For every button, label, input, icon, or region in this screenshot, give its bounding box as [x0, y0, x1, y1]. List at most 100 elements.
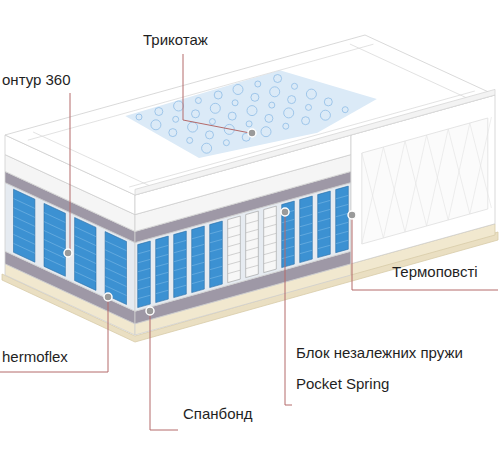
spring-coil [264, 260, 277, 264]
quilt-stitch [405, 141, 427, 226]
spring-coil [228, 243, 241, 247]
pocket-spring [228, 216, 241, 283]
quilt-stitch [33, 132, 150, 186]
knit-pattern-mark [261, 127, 271, 137]
spring-coil [336, 213, 349, 217]
side-panel-quilt [362, 118, 488, 244]
knit-pattern-mark [195, 98, 201, 104]
leader-line [183, 54, 250, 133]
knit-pattern-mark [223, 140, 229, 146]
spring-coil [75, 236, 96, 246]
spring-coil [282, 255, 295, 259]
part-label: hermoflex [2, 348, 68, 366]
pocket-spring [300, 196, 313, 263]
spring-coil [318, 200, 331, 204]
spring-coil [105, 277, 126, 287]
spring-coil [300, 241, 313, 245]
mattress-drawing [2, 35, 498, 342]
spring-coil [174, 249, 187, 253]
spring-coil [210, 266, 223, 270]
spring-coil [105, 268, 126, 278]
spring-coil [105, 250, 126, 260]
pocket-spring [174, 231, 187, 298]
knit-pattern-mark [233, 85, 243, 95]
knit-pattern-mark [306, 89, 316, 99]
knit-pattern-mark [214, 91, 222, 99]
spring-coil [174, 285, 187, 289]
knit-pattern-mark [206, 131, 214, 139]
top-edge [135, 89, 495, 195]
quilt-stitch [427, 135, 449, 220]
spring-coil [156, 272, 169, 276]
spring-coil [246, 238, 259, 242]
spring-coil [300, 250, 313, 254]
knit-pattern-mark [173, 116, 179, 122]
knit-pattern-mark [269, 102, 275, 108]
spring-coil [75, 263, 96, 273]
knit-pattern-mark [292, 83, 298, 89]
spring-coil [264, 224, 277, 228]
spring-coil [318, 236, 331, 240]
spring-coil [228, 261, 241, 265]
spring-coil [156, 254, 169, 258]
spring-coil [282, 237, 295, 241]
part-label: Трикотаж [143, 31, 208, 49]
pocket-spring [318, 191, 331, 258]
spring-coil [138, 268, 151, 272]
knit-pattern [125, 70, 376, 158]
pocket-spring [75, 218, 96, 291]
spring-coil [336, 204, 349, 208]
knit-pattern-mark [288, 96, 296, 104]
spring-coil [13, 216, 34, 226]
quilt-stitch [470, 123, 492, 208]
spring-coil [282, 228, 295, 232]
spring-coil [13, 243, 34, 253]
knit-pattern-mark [210, 103, 220, 113]
leader-dot [146, 307, 154, 315]
spring-coil [13, 199, 34, 209]
spring-coil [75, 227, 96, 237]
spring-coil [192, 235, 205, 239]
spring-coil [246, 229, 259, 233]
spring-coil [318, 218, 331, 222]
pocket-spring [264, 206, 277, 273]
quilt-stitch [350, 44, 467, 98]
leader-dot [248, 129, 256, 137]
spring-coil [44, 240, 65, 250]
knit-pattern-mark [187, 137, 193, 143]
top-cover [5, 35, 495, 195]
spring-coil [192, 280, 205, 284]
knit-pattern-mark [302, 117, 310, 125]
spring-coil [13, 208, 34, 218]
spring-coil [228, 270, 241, 274]
knit-pattern-mark [274, 75, 282, 83]
spring-coil [246, 220, 259, 224]
spring-coil [174, 240, 187, 244]
spring-coil [210, 230, 223, 234]
spring-coil [75, 245, 96, 255]
knit-pattern-mark [255, 81, 261, 87]
knit-pattern-mark [136, 114, 142, 120]
spring-coil [264, 251, 277, 255]
leader-line [285, 212, 292, 405]
spring-coil [282, 219, 295, 223]
spring-coil [44, 213, 65, 223]
leader-dot [281, 208, 289, 216]
spring-coil [300, 232, 313, 236]
spring-coil [336, 195, 349, 199]
leader-lines [0, 54, 498, 430]
spring-coil [300, 205, 313, 209]
spring-coil [210, 257, 223, 261]
pocket-spring [192, 226, 205, 293]
spring-coil [228, 252, 241, 256]
spring-coil [44, 222, 65, 232]
pocket-spring [282, 201, 295, 268]
leader-line [352, 215, 498, 290]
spring-coil [156, 245, 169, 249]
leader-dots [64, 129, 356, 315]
spring-coil [105, 241, 126, 251]
spring-coil [156, 290, 169, 294]
knit-pattern-mark [151, 120, 161, 130]
knit-pattern-mark [209, 119, 215, 125]
